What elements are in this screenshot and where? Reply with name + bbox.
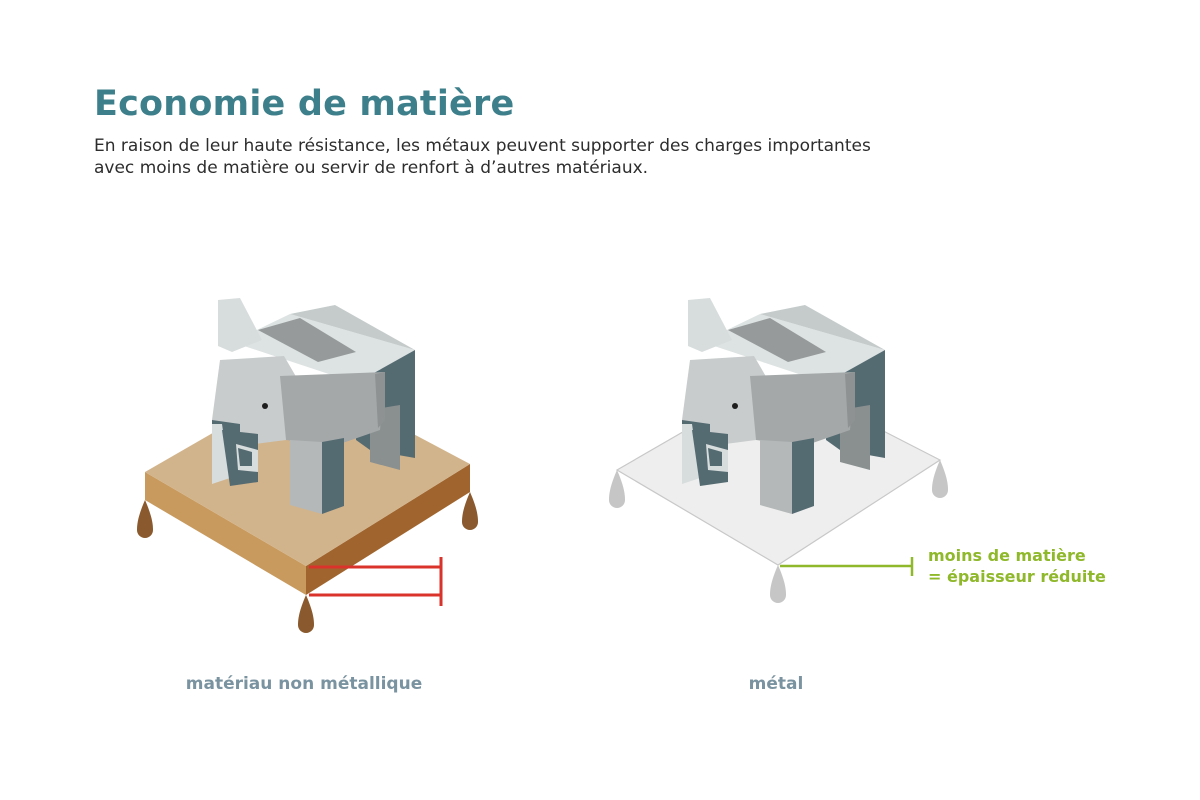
drop-right-3 [770, 565, 786, 603]
thickness-marker-left [309, 557, 443, 606]
right-panel-diagram [609, 298, 948, 603]
caption-metal: métal [748, 674, 804, 694]
annotation-line-1: moins de matière [928, 546, 1086, 565]
description-line-1: En raison de leur haute résistance, les … [94, 136, 871, 156]
drop-left-3 [298, 595, 314, 633]
drop-left-1 [137, 500, 153, 538]
caption-non-metallic: matériau non métallique [185, 674, 423, 694]
less-material-annotation: moins de matière = épaisseur réduite [928, 545, 1106, 587]
wood-slab-left-side [145, 472, 306, 595]
drop-right-1 [609, 470, 625, 508]
wood-slab-front-side [306, 464, 470, 595]
drop-right-2 [932, 460, 948, 498]
page-description: En raison de leur haute résistance, les … [94, 135, 914, 179]
thickness-marker-right [780, 557, 914, 576]
left-panel-diagram [137, 298, 478, 633]
description-line-2: avec moins de matière ou servir de renfo… [94, 158, 649, 178]
annotation-line-2: = épaisseur réduite [928, 567, 1106, 586]
drop-left-2 [462, 492, 478, 530]
page-title: Economie de matière [94, 84, 515, 124]
